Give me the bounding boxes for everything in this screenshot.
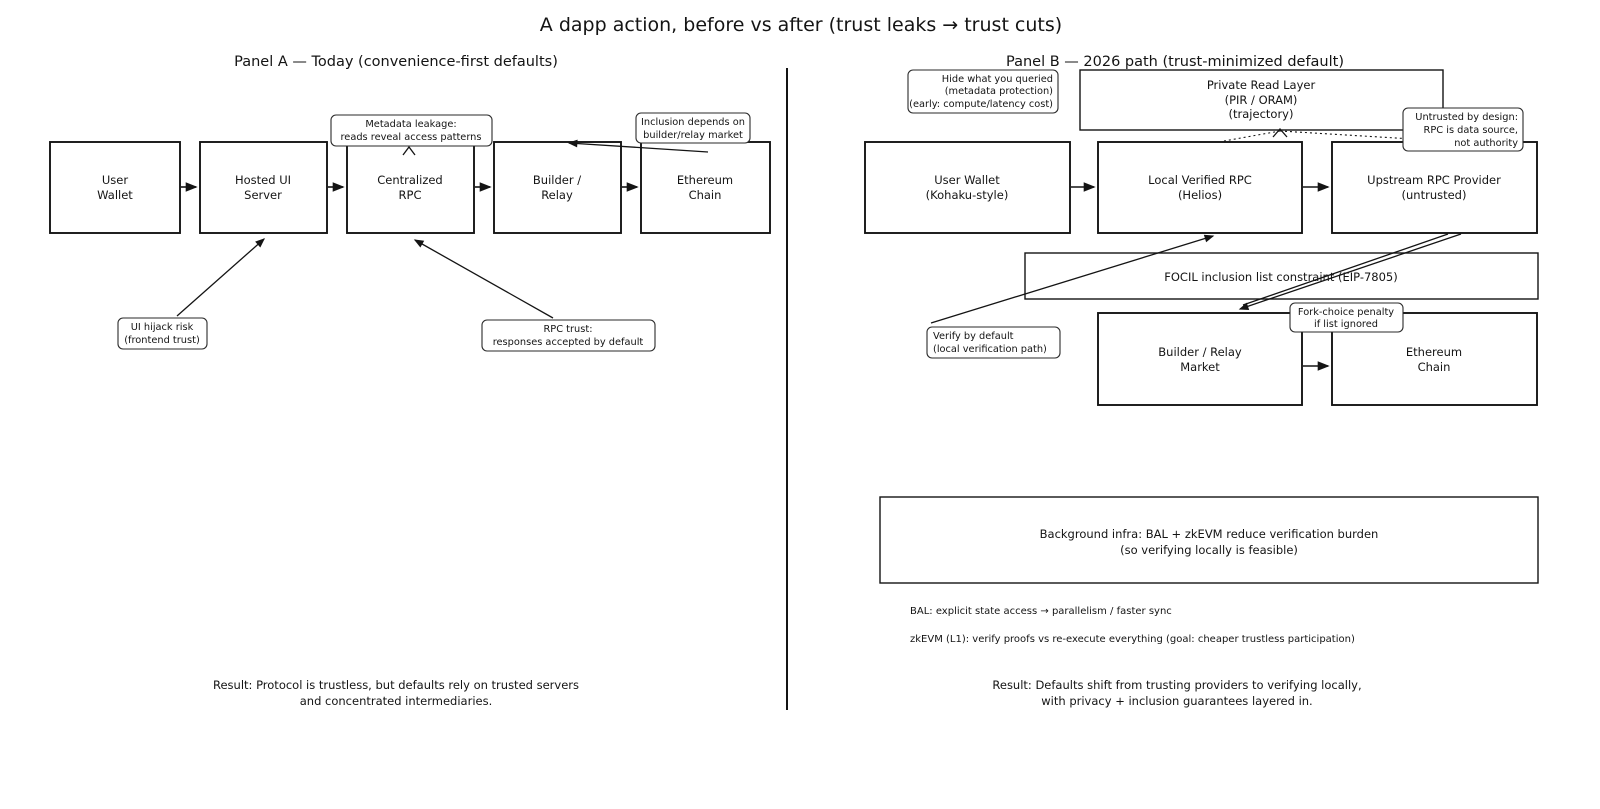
upstream-to-market-arrow — [1238, 233, 1462, 310]
box-builder-relay-a-line2: Relay — [541, 188, 573, 202]
callout-ui-hijack — [117, 317, 208, 350]
box-background-infra — [879, 496, 1539, 584]
note-zkevm: zkEVM (L1): verify proofs vs re-execute … — [910, 634, 1355, 645]
box-background-infra-line2: (so verifying locally is feasible) — [1120, 543, 1298, 557]
callout-verify-default — [926, 326, 1061, 359]
callout-fork-choice-line2: if list ignored — [1314, 319, 1378, 330]
box-ethereum-chain-a-line2: Chain — [689, 188, 722, 202]
box-user-wallet-a — [49, 141, 181, 234]
note-bal: BAL: explicit state access → parallelism… — [910, 606, 1172, 617]
upstream-to-market-arrow-2 — [1242, 233, 1449, 306]
callout-fork-choice-line1: Fork-choice penalty — [1298, 307, 1394, 318]
box-private-read-layer-line2: (PIR / ORAM) — [1225, 93, 1298, 107]
callout-untrusted-line2: RPC is data source, — [1424, 125, 1518, 136]
panel-a-result-line1: Result: Protocol is trustless, but defau… — [213, 678, 579, 692]
metadata-leakage-arrowhead — [402, 145, 416, 156]
callout-hide-query-line2: (metadata protection) — [945, 86, 1053, 97]
box-user-wallet-b-line2: (Kohaku-style) — [926, 188, 1009, 202]
panel-b-title: Panel B — 2026 path (trust-minimized def… — [1006, 54, 1344, 70]
box-hosted-ui-line1: Hosted UI — [235, 173, 291, 187]
box-hosted-ui-line2: Server — [244, 188, 282, 202]
box-builder-relay-a — [493, 141, 622, 234]
panel-b-result-line1: Result: Defaults shift from trusting pro… — [992, 678, 1361, 692]
ui-hijack-arrow — [176, 238, 266, 317]
box-centralized-rpc-line1: Centralized — [377, 173, 442, 187]
box-user-wallet-b — [864, 141, 1071, 234]
callout-inclusion-line1: Inclusion depends on — [641, 117, 745, 128]
box-ethereum-chain-b-line1: Ethereum — [1406, 345, 1462, 359]
box-user-wallet-a-line1: User — [102, 173, 128, 187]
box-local-verified-rpc-line1: Local Verified RPC — [1148, 173, 1252, 187]
callout-inclusion-line2: builder/relay market — [643, 130, 743, 141]
callout-metadata-leakage — [330, 114, 493, 147]
callout-hide-query-line3: (early: compute/latency cost) — [909, 99, 1053, 110]
callout-inclusion — [635, 112, 751, 144]
callout-ui-hijack-line2: (frontend trust) — [124, 335, 200, 346]
panel-b-result-line2: with privacy + inclusion guarantees laye… — [1041, 694, 1312, 708]
panel-a-result-line2: and concentrated intermediaries. — [300, 694, 493, 708]
box-builder-relay-market-line2: Market — [1180, 360, 1220, 374]
box-upstream-rpc-line2: (untrusted) — [1402, 188, 1467, 202]
callout-rpc-trust-line2: responses accepted by default — [493, 337, 644, 348]
box-upstream-rpc-line1: Upstream RPC Provider — [1367, 173, 1501, 187]
rpc-trust-arrow — [413, 239, 554, 319]
box-private-read-layer-line3: (trajectory) — [1229, 107, 1294, 121]
box-centralized-rpc-line2: RPC — [399, 188, 422, 202]
box-private-read-layer-line1: Private Read Layer — [1207, 78, 1316, 92]
box-ethereum-chain-a-line1: Ethereum — [677, 173, 733, 187]
callout-fork-choice — [1289, 302, 1404, 333]
panel-a-title: Panel A — Today (convenience-first defau… — [234, 54, 558, 70]
callout-rpc-trust — [481, 319, 656, 352]
callout-verify-default-line2: (local verification path) — [933, 344, 1047, 355]
verify-default-arrow — [930, 234, 1215, 324]
callout-untrusted-line3: not authority — [1454, 138, 1518, 149]
callout-metadata-leakage-line2: reads reveal access patterns — [340, 132, 481, 143]
box-builder-relay-market — [1097, 312, 1303, 406]
box-hosted-ui-server — [199, 141, 328, 234]
callout-rpc-trust-line1: RPC trust: — [544, 324, 593, 335]
callout-hide-query — [907, 69, 1059, 114]
box-local-verified-rpc — [1097, 141, 1303, 234]
callout-ui-hijack-line1: UI hijack risk — [131, 322, 194, 333]
dotted-link-arrowhead — [1272, 128, 1288, 138]
callout-untrusted-line1: Untrusted by design: — [1415, 112, 1518, 123]
callout-verify-default-line1: Verify by default — [933, 331, 1014, 342]
box-upstream-rpc — [1331, 141, 1538, 234]
box-ethereum-chain-a — [640, 141, 771, 234]
inclusion-arrow — [567, 139, 709, 153]
box-focil-label: FOCIL inclusion list constraint (EIP-780… — [1164, 270, 1397, 284]
callout-untrusted — [1402, 107, 1524, 152]
box-builder-relay-market-line1: Builder / Relay — [1158, 345, 1242, 359]
box-user-wallet-b-line1: User Wallet — [934, 173, 1000, 187]
dotted-link-local-rpc — [1223, 130, 1281, 142]
box-local-verified-rpc-line2: (Helios) — [1178, 188, 1222, 202]
callout-metadata-leakage-line1: Metadata leakage: — [365, 119, 456, 130]
box-user-wallet-a-line2: Wallet — [97, 188, 133, 202]
main-title: A dapp action, before vs after (trust le… — [540, 14, 1062, 36]
callout-hide-query-line1: Hide what you queried — [942, 74, 1053, 85]
box-background-infra-line1: Background infra: BAL + zkEVM reduce ver… — [1040, 527, 1379, 541]
box-private-read-layer — [1079, 69, 1444, 131]
box-builder-relay-a-line1: Builder / — [533, 173, 581, 187]
box-ethereum-chain-b-line2: Chain — [1418, 360, 1451, 374]
